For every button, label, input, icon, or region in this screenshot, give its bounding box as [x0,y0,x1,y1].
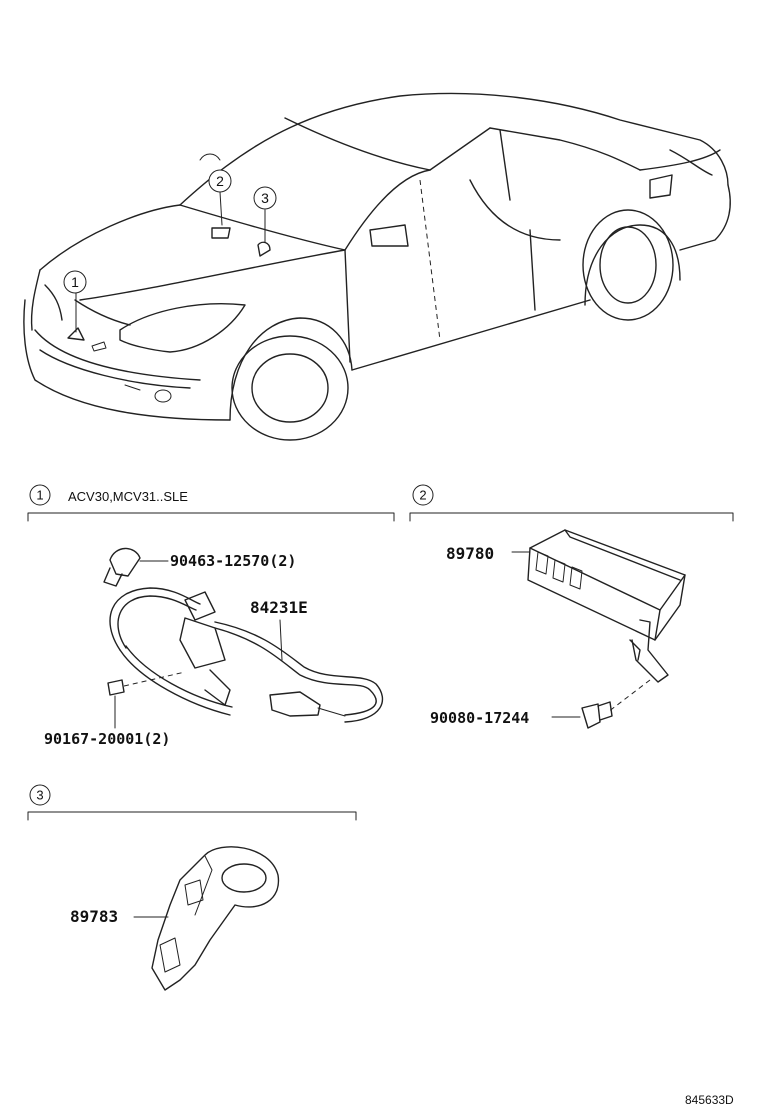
section-2: 2 89780 90080-17244 [409,484,734,729]
screw-part-label: 90080-17244 [430,709,529,727]
clip-part-drawing [103,547,141,587]
bracket-drawing [151,846,280,991]
car-callout-3: 3 [253,186,277,210]
section-number: 2 [419,488,426,503]
module-part-label: 89780 [446,544,494,563]
callout-number: 2 [216,173,224,189]
car-illustration [23,92,731,441]
bolt-part-label: 90167-20001(2) [44,730,170,748]
section-3: 3 89783 [27,784,357,991]
clip-part-label: 90463-12570(2) [170,552,296,570]
bolt-part-drawing [107,671,186,696]
section-number: 1 [36,488,43,503]
section-note: ACV30,MCV31..SLE [68,489,188,504]
sensor-harness-drawing [109,587,384,723]
section-1: 1 ACV30,MCV31..SLE 90463-12570(2) 84231E [27,484,395,748]
sensor-part-label: 84231E [250,598,308,617]
callout-number: 1 [71,274,79,290]
car-callout-2: 2 [208,169,232,193]
callout-number: 3 [261,190,269,206]
control-module-drawing [527,529,686,713]
screw-part-drawing [581,701,613,729]
bracket-part-label: 89783 [70,907,118,926]
car-callout-1: 1 [63,270,87,294]
section-number: 3 [36,788,43,803]
diagram-code: 845633D [685,1093,734,1107]
